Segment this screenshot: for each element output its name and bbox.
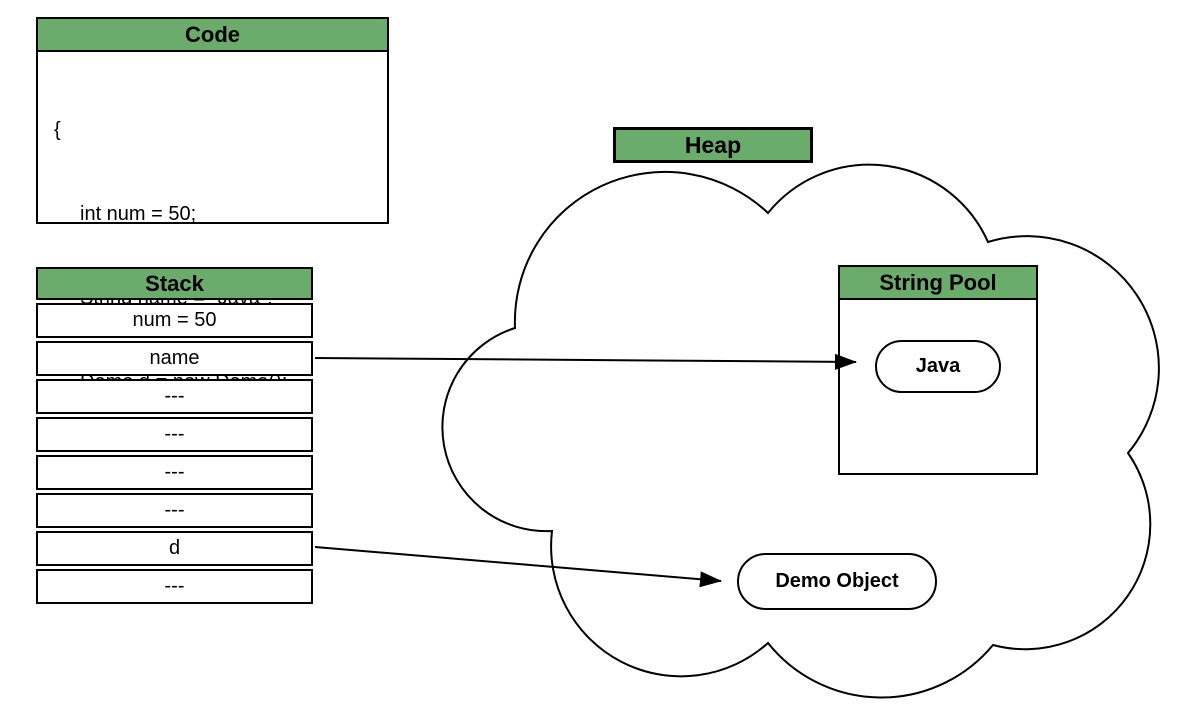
code-box: Code { int num = 50; String name = "Java… <box>36 17 389 477</box>
heap-label: Heap <box>613 127 813 163</box>
java-string-object: Java <box>875 340 1001 393</box>
arrow-name-to-java <box>314 353 857 370</box>
stack-row-empty: --- <box>36 455 313 490</box>
code-line: int num = 50; <box>80 203 197 225</box>
stack-row-empty: --- <box>36 569 313 604</box>
stack-row-name: name <box>36 341 313 376</box>
stack-row-empty: --- <box>36 493 313 528</box>
code-box-title: Code <box>38 19 387 52</box>
stack-table: Stack num = 50 name --- --- --- --- d --… <box>36 267 313 604</box>
code-line: { <box>54 119 61 141</box>
demo-object: Demo Object <box>737 553 937 610</box>
string-pool-title: String Pool <box>840 267 1036 300</box>
stack-row-empty: --- <box>36 417 313 452</box>
stack-row-d: d <box>36 531 313 566</box>
stack-row-empty: --- <box>36 379 313 414</box>
stack-row-num: num = 50 <box>36 303 313 338</box>
arrow-d-to-demo-object <box>314 546 722 588</box>
heap-cloud-outline <box>441 163 1160 699</box>
stack-title: Stack <box>36 267 313 300</box>
